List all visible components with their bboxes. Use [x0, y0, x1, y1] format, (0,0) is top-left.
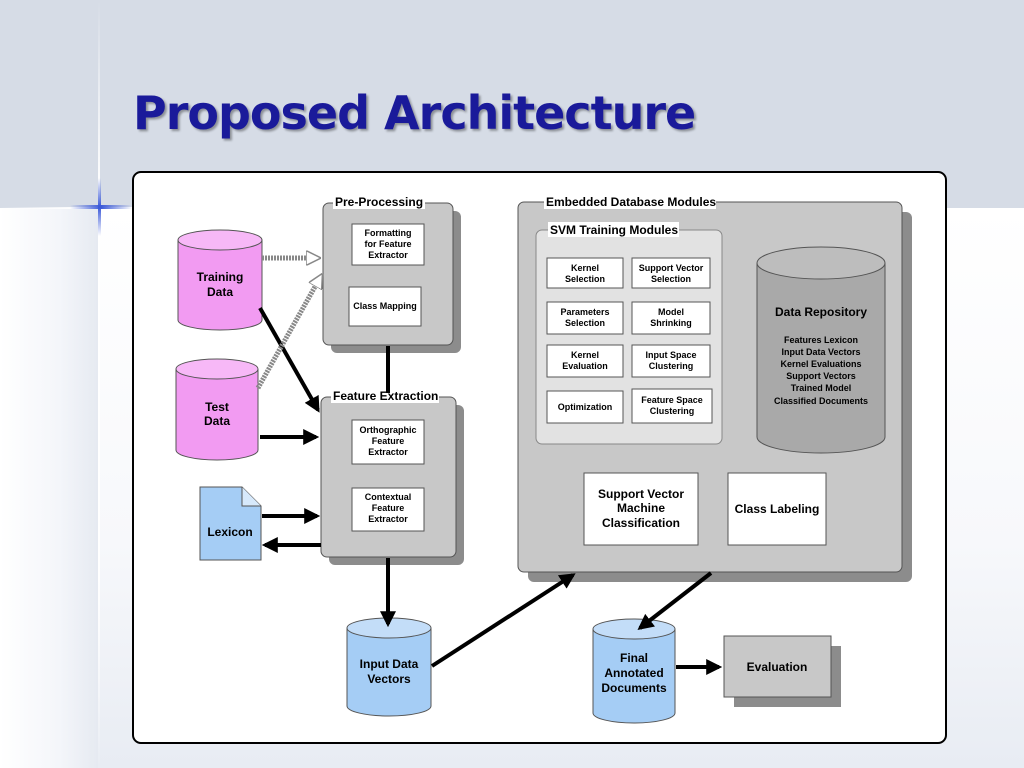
contextual-line2: Feature [372, 503, 405, 513]
support-vector-selection-box [631, 257, 711, 289]
final-documents-line2: Annotated [604, 666, 663, 680]
kernel-evaluation-box [546, 344, 624, 378]
data-repository-item: Support Vectors [786, 371, 856, 381]
data-repository-item: Input Data Vectors [781, 347, 860, 357]
embedded-modules-title: Embedded Database Modules [546, 195, 716, 209]
final-documents-line1: Final [620, 651, 648, 665]
formatting-line3: Extractor [368, 250, 408, 260]
input-space-clustering-box [631, 344, 711, 378]
training-data-line2: Data [207, 285, 233, 299]
final-documents-line3: Documents [601, 681, 667, 695]
formatting-line1: Formatting [365, 228, 412, 238]
formatting-box [351, 223, 425, 266]
feature-space-clustering-box [631, 388, 713, 424]
svm-title-bg [548, 222, 679, 237]
slide-title: Proposed Architecture [133, 86, 696, 140]
preprocessing-title: Pre-Processing [335, 195, 423, 209]
feature-extraction-title: Feature Extraction [333, 389, 438, 403]
support-vector-selection-line2: Selection [651, 274, 691, 284]
arrow-training-to-feature-extraction [258, 307, 320, 413]
optimization-box [546, 390, 624, 424]
orthographic-line3: Extractor [368, 447, 408, 457]
class-labeling-label: Class Labeling [735, 502, 820, 516]
kernel-selection-box [546, 257, 624, 289]
evaluation-label: Evaluation [747, 660, 808, 674]
kernel-evaluation-line2: Evaluation [562, 361, 608, 371]
test-data-line2: Data [204, 414, 230, 428]
data-repository-cylinder [756, 246, 886, 454]
lexicon-label: Lexicon [207, 525, 252, 539]
slide-left-band [0, 208, 98, 768]
data-repository-item: Trained Model [791, 383, 852, 393]
class-mapping-label: Class Mapping [353, 301, 417, 311]
orthographic-box [351, 419, 425, 465]
training-data-line1: Training [197, 270, 244, 284]
test-data-line1: Test [205, 400, 229, 414]
parameters-selection-line1: Parameters [560, 307, 609, 317]
svm-classification-box [583, 472, 699, 546]
arrow-test-to-preprocessing [255, 276, 321, 390]
svm-classification-line1: Support Vector [598, 487, 684, 501]
data-repository-item: Classified Documents [774, 396, 868, 406]
contextual-box [351, 487, 425, 532]
data-repository-item: Kernel Evaluations [780, 359, 861, 369]
input-data-vectors-line1: Input Data [360, 657, 419, 671]
input-space-clustering-line1: Input Space [645, 350, 696, 360]
kernel-selection-line2: Selection [565, 274, 605, 284]
class-mapping-box [348, 286, 422, 327]
svm-classification-line2: Machine [617, 501, 665, 515]
data-repository-item: Features Lexicon [784, 335, 858, 345]
formatting-line2: for Feature [364, 239, 411, 249]
contextual-line1: Contextual [365, 492, 412, 502]
model-shrinking-line2: Shrinking [650, 318, 692, 328]
optimization-label: Optimization [558, 402, 613, 412]
arrow-embedded-to-final-documents [637, 571, 713, 630]
model-shrinking-line1: Model [658, 307, 684, 317]
feature-space-clustering-line2: Clustering [650, 406, 695, 416]
decorative-star-horizontal [70, 205, 132, 209]
model-shrinking-box [631, 301, 711, 335]
svm-classification-line3: Classification [602, 516, 680, 530]
support-vector-selection-line1: Support Vector [639, 263, 704, 273]
kernel-evaluation-line1: Kernel [571, 350, 599, 360]
test-data-cylinder [175, 358, 259, 461]
feature-space-clustering-line1: Feature Space [641, 395, 703, 405]
input-data-vectors-line2: Vectors [367, 672, 411, 686]
svm-training-title: SVM Training Modules [550, 223, 678, 237]
orthographic-line2: Feature [372, 436, 405, 446]
arrow-vectors-to-embedded [430, 573, 576, 668]
evaluation-box [723, 635, 832, 698]
preprocessing-title-bg [333, 194, 425, 209]
feature-extraction-title-bg [331, 388, 439, 403]
parameters-selection-line2: Selection [565, 318, 605, 328]
kernel-selection-line1: Kernel [571, 263, 599, 273]
contextual-line3: Extractor [368, 514, 408, 524]
parameters-selection-box [546, 301, 624, 335]
class-labeling-box [727, 472, 827, 546]
embedded-title-bg [544, 193, 716, 209]
decorative-vertical-line [98, 0, 100, 768]
input-data-vectors-cylinder [346, 617, 432, 717]
orthographic-line1: Orthographic [359, 425, 416, 435]
lexicon-fold [241, 487, 261, 507]
training-data-cylinder [177, 229, 263, 331]
data-repository-title: Data Repository [775, 305, 867, 319]
decorative-star-vertical [98, 178, 101, 236]
input-space-clustering-line2: Clustering [649, 361, 694, 371]
